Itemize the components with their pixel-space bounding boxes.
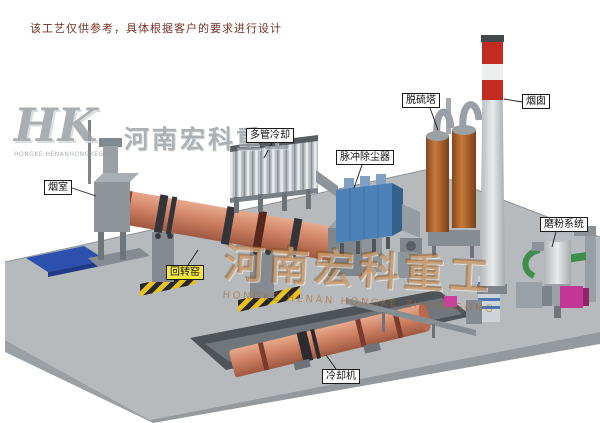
label-grinding-system: 磨粉系统 [540,217,588,232]
label-desulfurization-tower: 脱硫塔 [402,93,440,108]
fan-and-ducts [400,204,422,254]
grinding-system [516,226,596,318]
conveyor [346,298,476,338]
disclaimer-note: 该工艺仅供参考，具体根据客户的要求进行设计 [30,22,282,35]
leader-lines [71,98,557,370]
desulfurization-towers [426,98,483,258]
label-multi-tube-cooler: 多管冷却 [246,128,294,143]
blue-panel [26,246,106,277]
chimney [477,35,507,294]
label-chimney: 烟囱 [522,94,550,109]
label-cooling-machine: 冷却机 [322,369,360,384]
label-pulse-dust-collector: 脉冲除尘器 [336,150,394,165]
label-rotary-kiln: 回转窑 [166,265,204,280]
cooling-machine [229,304,431,377]
multi-tube-cooler [230,135,338,213]
smoke-chamber [94,173,139,232]
pulse-dust-collector [336,174,403,256]
misc-equipment [398,252,457,307]
label-smoke-chamber: 烟室 [44,180,72,195]
